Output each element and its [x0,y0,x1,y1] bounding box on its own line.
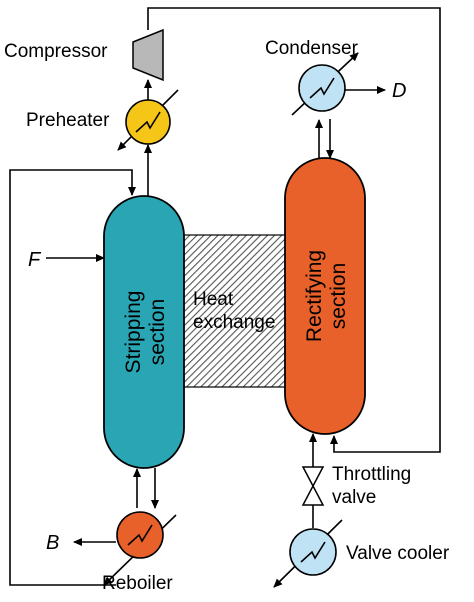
feed-label: F [28,249,42,271]
svg-text:section: section [146,299,169,366]
condenser-icon [298,64,346,112]
compressor-label: Compressor [4,41,108,62]
valve-cooler-label: Valve cooler [346,543,450,564]
reboiler-icon [116,511,164,559]
bottoms-label: B [46,532,59,554]
preheater-label: Preheater [26,110,110,131]
throttling-valve-label-line1: Throttling [332,464,411,485]
return-line-left [9,169,136,586]
compressor-discharge-line [147,7,441,453]
svg-text:Rectifying: Rectifying [303,250,326,342]
compressor-symbol [132,28,164,82]
heat-exchange-zone [179,234,293,388]
preheater-icon [125,99,171,145]
throttling-valve-label-line2: valve [332,487,376,508]
rectifying-section-column [284,157,366,435]
svg-text:Stripping: Stripping [122,291,145,374]
heat-exchange-label-line1: Heat [193,289,234,310]
rectifying-section-label: Rectifying section [303,250,350,342]
heat-exchange-label-line2: exchange [193,312,275,333]
reboiler-label: Reboiler [102,573,173,594]
svg-text:section: section [327,263,350,330]
condenser-label: Condenser [265,38,359,59]
distillate-label: D [392,80,406,102]
valve-cooler-icon [289,528,337,576]
throttling-valve-symbol [301,466,325,506]
stripping-section-column [103,195,185,469]
stripping-section-label: Stripping section [122,291,169,374]
